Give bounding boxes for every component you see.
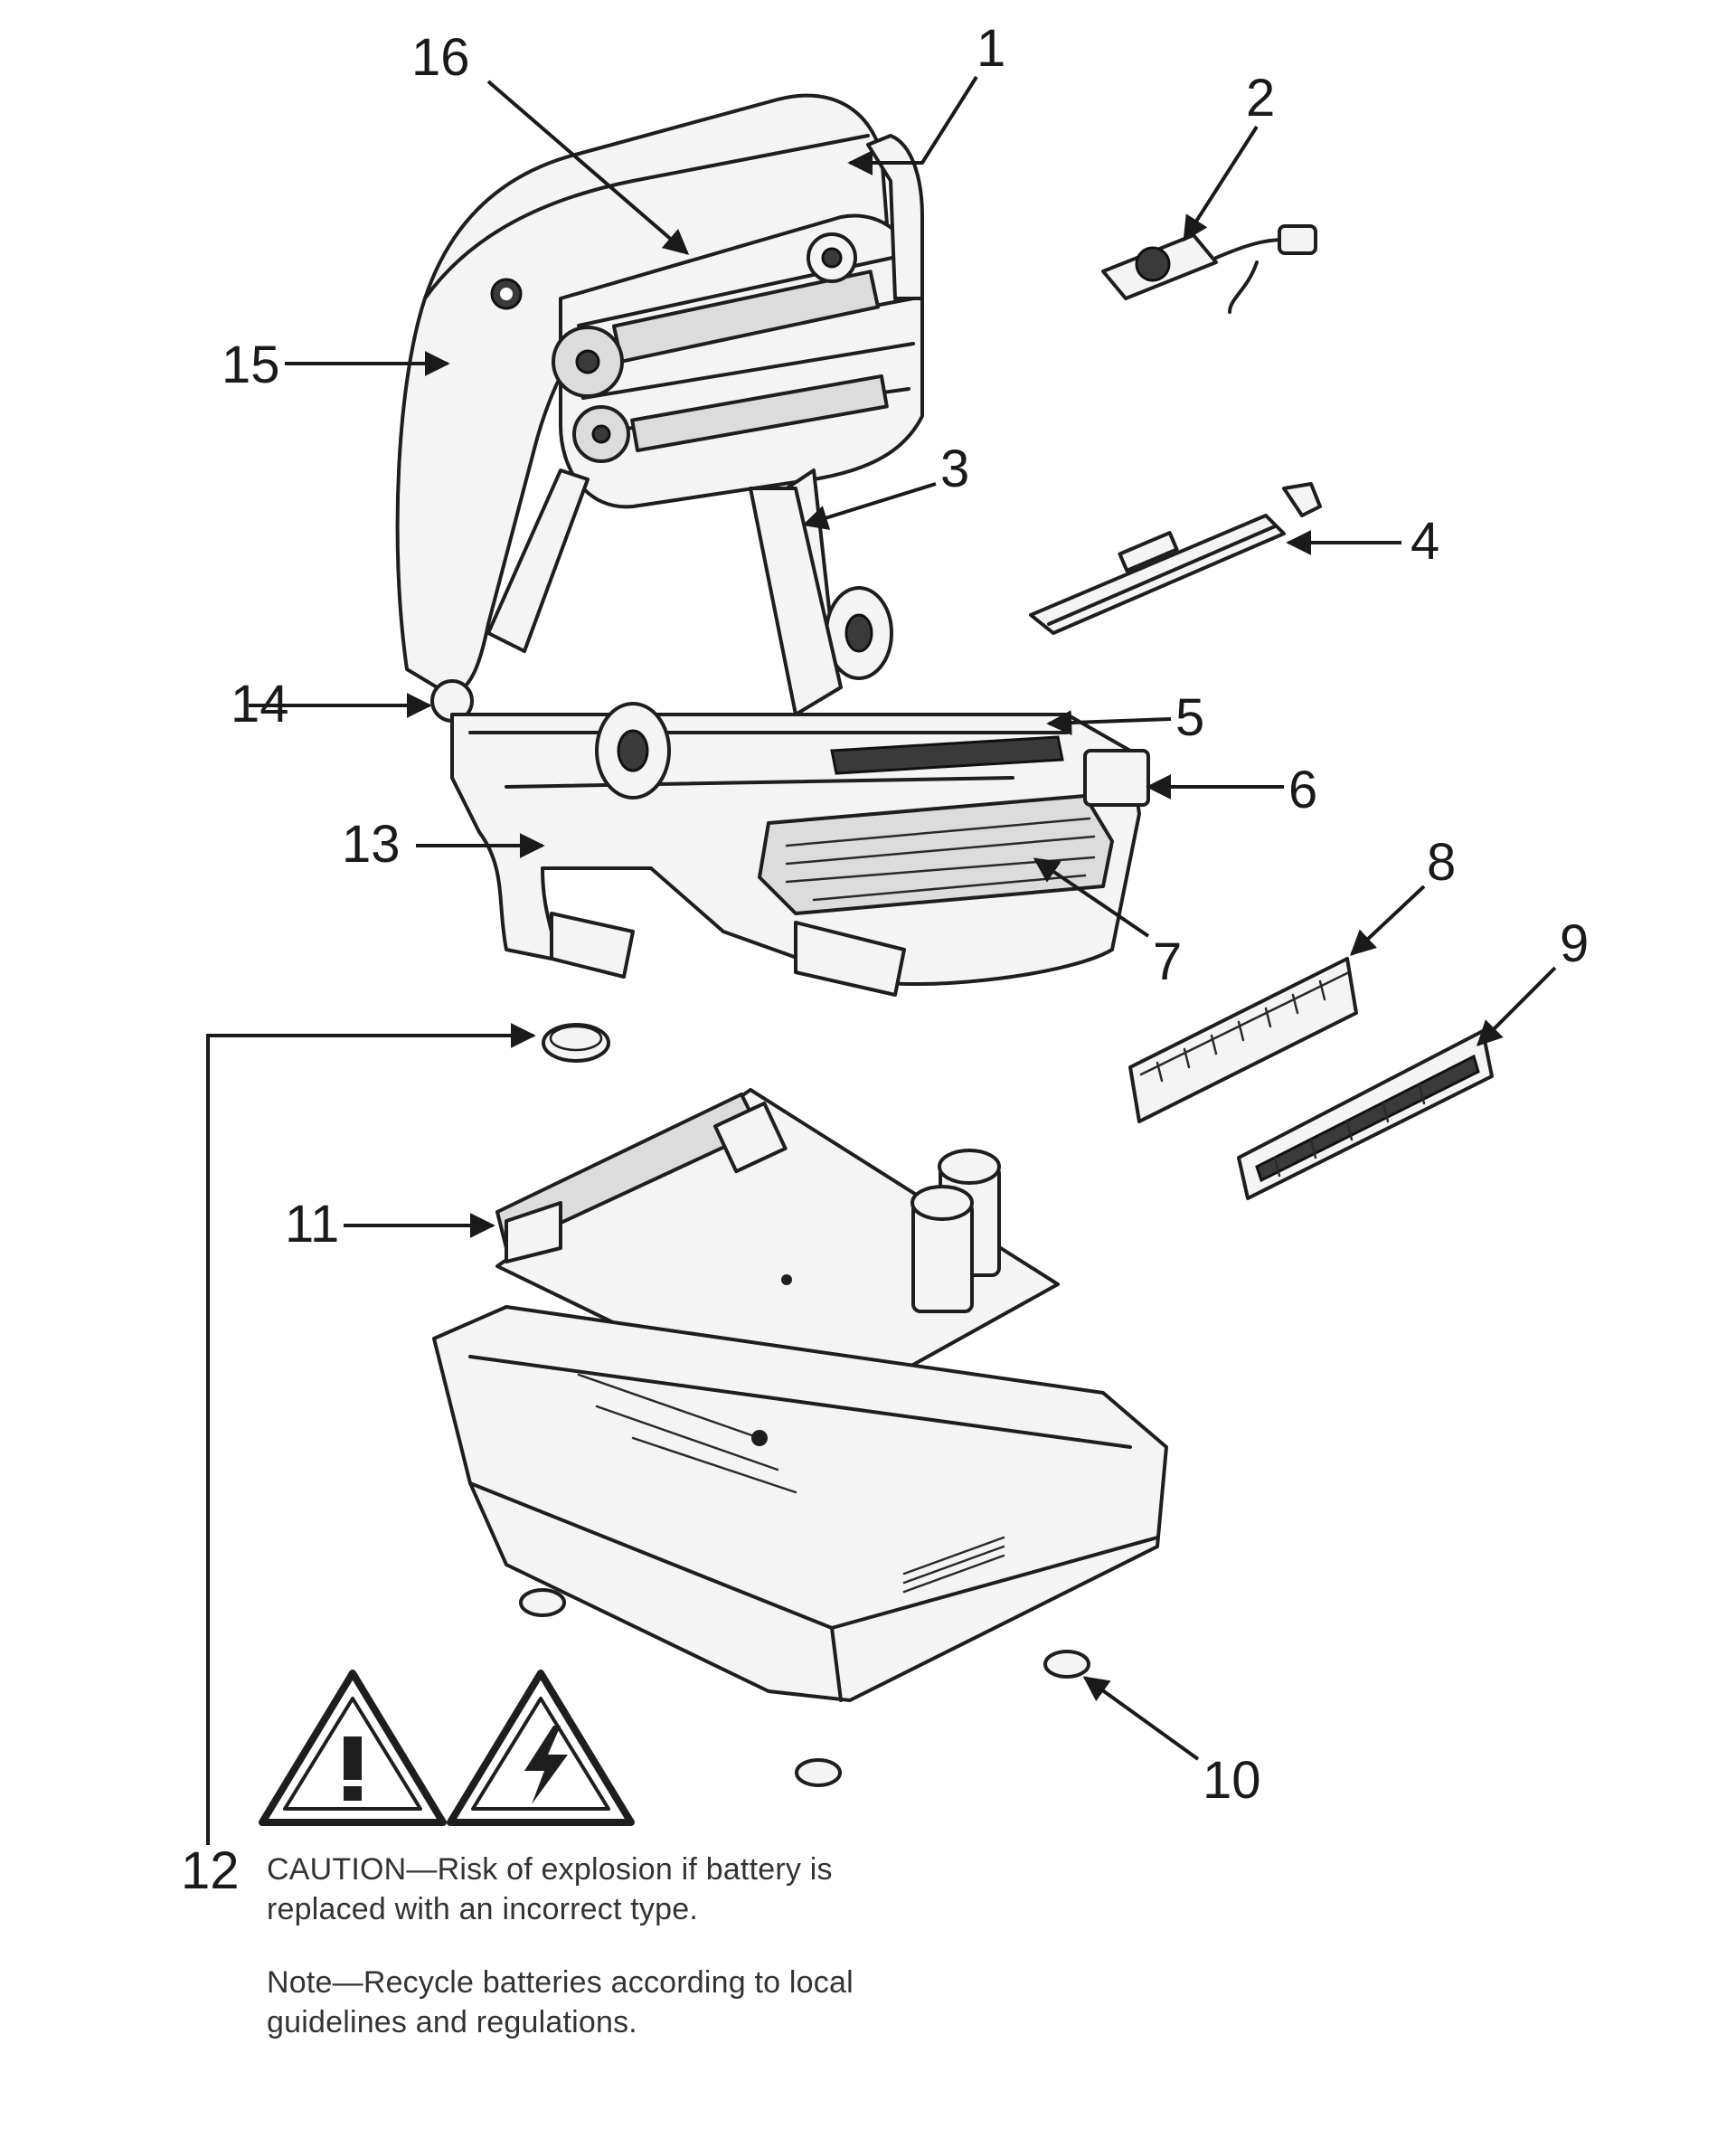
main-logic-board: [495, 1088, 1060, 1422]
callout-2: 2: [1246, 69, 1276, 128]
callout-15: 15: [222, 336, 280, 394]
callout-16: 16: [411, 28, 470, 87]
note-line-1: Note—Recycle batteries according to loca…: [267, 1965, 854, 2000]
note-line-2: guidelines and regulations.: [267, 2005, 637, 2039]
electrical-hazard-icon: [447, 1670, 635, 1826]
callout-4: 4: [1410, 512, 1440, 571]
leader-lines: [206, 75, 1557, 1845]
caution-line-1: CAUTION—Risk of explosion if battery is: [267, 1852, 833, 1887]
bottom-case: [432, 1305, 1168, 1787]
battery: [542, 1023, 610, 1063]
callout-10: 10: [1203, 1751, 1261, 1810]
part-2-sensor: [1101, 224, 1317, 314]
part-4-bracket: [1029, 482, 1322, 635]
callout-7: 7: [1153, 932, 1183, 991]
recycle-note: Note—Recycle batteries according to loca…: [267, 1963, 854, 2042]
caution-line-2: replaced with an incorrect type.: [267, 1892, 698, 1926]
callout-1: 1: [976, 19, 1006, 78]
callout-11: 11: [285, 1195, 340, 1254]
part-8-peeler: [1128, 957, 1358, 1123]
callout-3: 3: [940, 440, 970, 498]
callout-5: 5: [1175, 688, 1205, 747]
caution-text: CAUTION—Risk of explosion if battery is …: [267, 1850, 833, 1929]
part-9-cutter: [1237, 1029, 1494, 1200]
callout-13: 13: [342, 815, 401, 874]
callout-8: 8: [1427, 833, 1457, 892]
callout-14: 14: [231, 675, 289, 733]
callout-9: 9: [1560, 914, 1590, 973]
upper-printer-assembly: [395, 93, 1150, 997]
callout-6: 6: [1288, 761, 1318, 819]
warning-exclamation-icon: [259, 1670, 447, 1826]
callout-12: 12: [181, 1841, 240, 1900]
